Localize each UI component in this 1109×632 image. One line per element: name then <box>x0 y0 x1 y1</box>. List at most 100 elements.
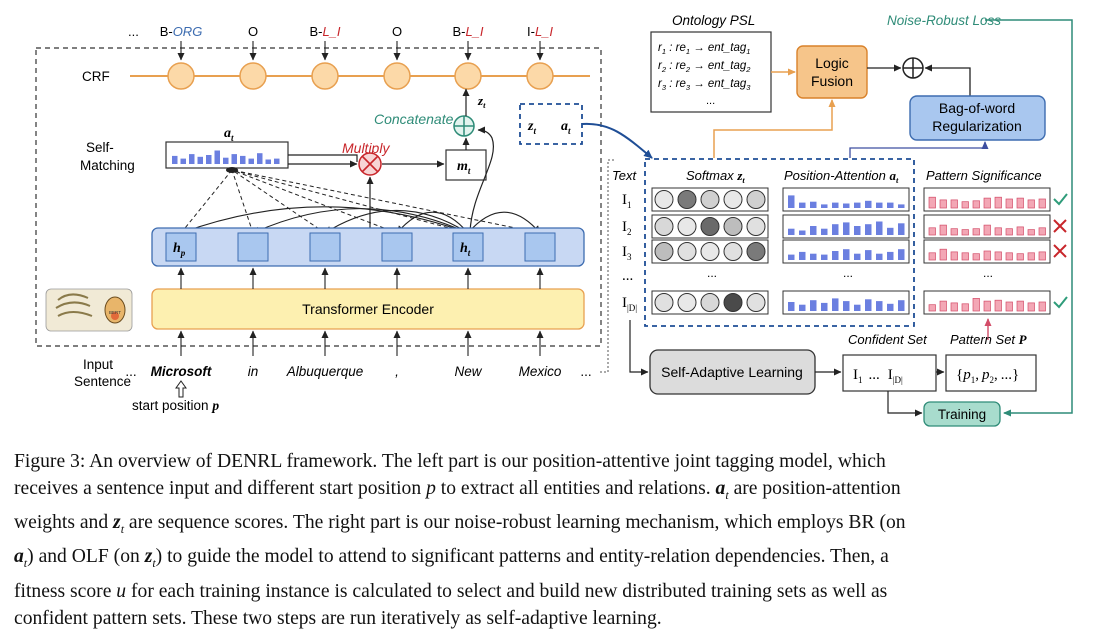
pattern-bar <box>961 229 969 236</box>
attention-bar <box>810 300 817 311</box>
bow-regularization-box <box>909 95 1046 141</box>
pattern-bar <box>961 201 969 209</box>
input-label-2: Sentence <box>74 374 131 389</box>
bert-logo: BERT <box>45 288 133 332</box>
tag-label: B-L_I <box>452 24 483 39</box>
pattern-bar <box>994 299 1002 312</box>
softmax-circle <box>723 242 743 261</box>
self-matching-solid-link <box>252 208 469 234</box>
pattern-bar <box>983 250 991 261</box>
self-matching-solid-link <box>324 210 469 234</box>
pattern-bar <box>994 196 1002 209</box>
position-attention-header: Position-Attention at <box>784 168 899 185</box>
zt-at-to-right-arrow <box>581 122 653 159</box>
sentence-to-adaptive-arrow <box>600 159 614 373</box>
instance-label: I2 <box>622 219 632 237</box>
attention-bar <box>788 302 795 311</box>
attention-bar <box>854 253 861 260</box>
check-icon <box>1053 296 1068 309</box>
m-t-label: mt <box>457 159 471 176</box>
confident-set-label: Confident Set <box>848 332 928 347</box>
attention-bar <box>810 226 817 235</box>
hidden-states-bar <box>151 227 585 267</box>
hidden-cell <box>381 232 413 262</box>
pattern-bar <box>950 302 958 312</box>
pattern-bar <box>994 227 1002 236</box>
model-dashed-border <box>35 47 602 347</box>
crf-node <box>239 62 267 90</box>
pattern-bar <box>1016 226 1024 236</box>
input-token: in <box>248 364 259 379</box>
confident-set-box <box>842 354 937 392</box>
attention-bar <box>887 202 894 208</box>
attention-bar <box>788 254 795 260</box>
at-label: at <box>561 119 571 136</box>
softmax-circle <box>654 242 674 261</box>
softmax-circle <box>746 190 766 209</box>
tag-label: B-ORG <box>160 24 203 39</box>
crf-nodes <box>167 62 554 90</box>
tag-label: B-L_I <box>309 24 340 39</box>
softmax-circle <box>723 293 743 312</box>
attention-bar <box>832 251 839 260</box>
crf-node <box>167 62 195 90</box>
attention-bar <box>821 302 828 311</box>
attention-bar <box>197 156 203 164</box>
row-ellipsis: ... <box>707 266 717 280</box>
pattern-bar <box>939 300 947 312</box>
crf-label: CRF <box>82 69 110 84</box>
attention-bar <box>799 230 806 235</box>
hidden-cell <box>452 232 484 262</box>
attention-source-dot <box>226 167 238 173</box>
attention-bar <box>898 249 905 260</box>
self-matching-dashed-link <box>231 169 254 234</box>
attention-bar <box>876 202 883 208</box>
softmax-circle <box>677 242 697 261</box>
pattern-set-box <box>945 354 1037 392</box>
tag-label: O <box>392 24 402 39</box>
attention-bar <box>854 202 861 208</box>
tag-label: O <box>248 24 258 39</box>
softmax-circle <box>723 190 743 209</box>
attention-bar <box>799 304 806 311</box>
instance-label: I3 <box>622 244 632 262</box>
attention-bar <box>274 158 280 164</box>
hidden-cell <box>524 232 556 262</box>
h-p-label: hp <box>173 241 186 258</box>
instances-dashed-box <box>644 158 915 327</box>
pattern-significance-header: Pattern Significance <box>926 168 1042 183</box>
self-matching-label-1: Self- <box>86 140 114 155</box>
self-matching-solid-link <box>180 206 469 234</box>
attention-bar <box>180 158 186 164</box>
pattern-bar <box>972 200 980 209</box>
pattern-bar <box>1038 198 1046 209</box>
pattern-bar <box>1038 251 1046 261</box>
cross-icon <box>1053 244 1067 258</box>
start-position-label: start position p <box>132 398 219 413</box>
attention-bar <box>854 226 861 235</box>
attention-bar <box>843 249 850 260</box>
softmax-circle <box>700 190 720 209</box>
softmax-circle <box>746 242 766 261</box>
pattern-bar <box>1005 301 1013 312</box>
input-token: Albuquerque <box>286 364 364 379</box>
hidden-cell <box>237 232 269 262</box>
attention-bar <box>865 250 872 260</box>
instance-label: ... <box>622 268 633 284</box>
attention-bar <box>257 153 263 164</box>
pattern-bar <box>928 304 936 312</box>
attention-bar <box>821 228 828 235</box>
softmax-circle <box>654 293 674 312</box>
attention-bar <box>206 155 212 164</box>
instance-label: I|D| <box>622 295 637 313</box>
caption-line: fitness score u for each training instan… <box>14 580 888 602</box>
loss-feedback-line <box>985 19 1073 417</box>
attention-bar <box>854 304 861 311</box>
self-matching-dashed-link <box>231 169 541 234</box>
row-ellipsis: ... <box>843 266 853 280</box>
caption-line: Figure 3: An overview of DENRL framework… <box>14 451 886 472</box>
pattern-bar <box>1005 252 1013 261</box>
